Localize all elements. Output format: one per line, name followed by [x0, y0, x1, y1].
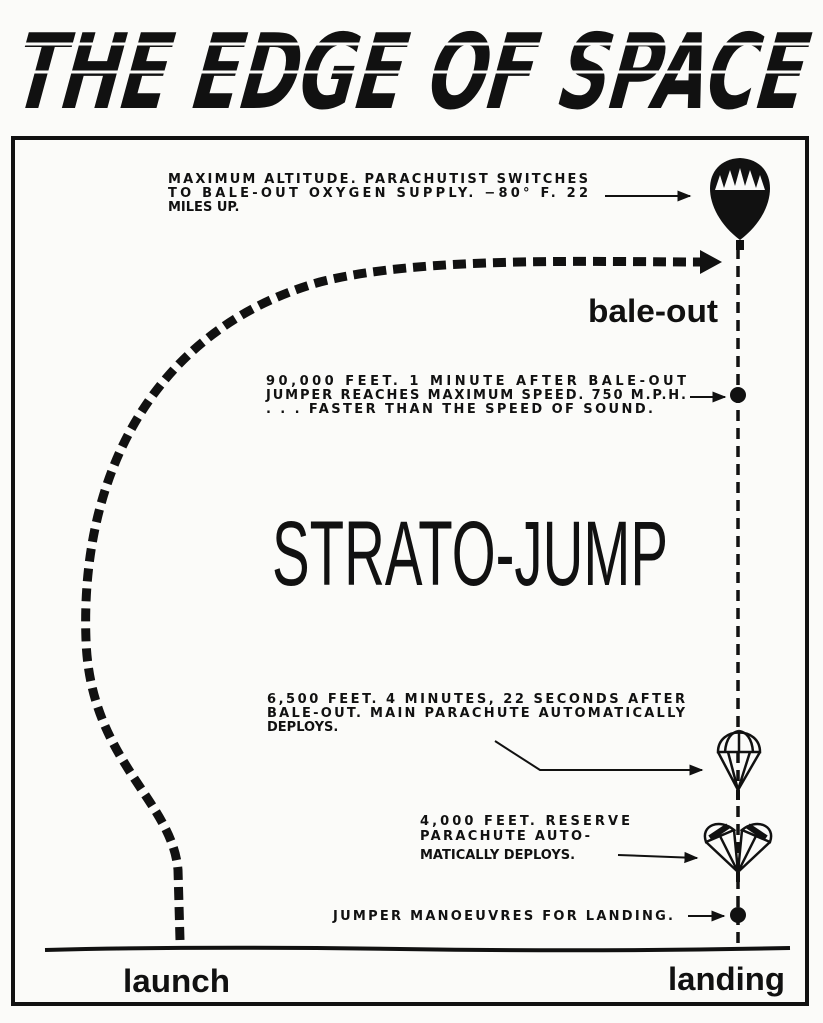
svg-text:. . . FASTER THAN THE SPEED OF: . . . FASTER THAN THE SPEED OF SOUND. [266, 402, 653, 417]
svg-text:90,000 FEET. 1 MINUTE AFTER BA: 90,000 FEET. 1 MINUTE AFTER BALE-OUT [266, 374, 686, 389]
svg-text:BALE-OUT. MAIN PARACHUTE AUTOM: BALE-OUT. MAIN PARACHUTE AUTOMATICALLY [267, 706, 686, 721]
bale-out-label: bale-out [588, 293, 718, 329]
landing-label: landing [668, 961, 785, 997]
svg-text:MAXIMUM ALTITUDE. PARACHUTIST: MAXIMUM ALTITUDE. PARACHUTIST SWITCHES [168, 172, 588, 187]
arrow-reserve-parachute [617, 851, 699, 864]
ground-line [44, 945, 791, 953]
diagram-frame [11, 136, 809, 1006]
ascent-arrowhead [700, 250, 722, 274]
reserve-parachutes-icon [703, 822, 773, 882]
arrow-main-parachute [494, 740, 704, 776]
caption-max-speed: 90,000 FEET. 1 MINUTE AFTER BALE-OUT JUM… [265, 374, 686, 417]
svg-text:PARACHUTE AUTO-: PARACHUTE AUTO- [420, 829, 590, 844]
launch-label: launch [123, 963, 230, 999]
svg-text:DEPLOYS.: DEPLOYS. [267, 720, 338, 735]
landing-marker [730, 907, 746, 923]
svg-text:JUMPER REACHES MAXIMUM SPEED.: JUMPER REACHES MAXIMUM SPEED. 750 M.P.H. [265, 388, 686, 403]
max-speed-marker [730, 387, 746, 403]
svg-text:4,000 FEET. RESERVE: 4,000 FEET. RESERVE [420, 814, 630, 829]
main-parachute-icon [716, 729, 762, 800]
ascent-path [81, 256, 703, 941]
svg-text:MILES UP.: MILES UP. [168, 200, 239, 215]
balloon-icon [710, 158, 770, 250]
svg-text:TO BALE-OUT OXYGEN SUPPLY. −80: TO BALE-OUT OXYGEN SUPPLY. −80° F. 22 [168, 186, 588, 201]
svg-text:MATICALLY DEPLOYS.: MATICALLY DEPLOYS. [420, 848, 575, 863]
title-speed-lines [10, 42, 815, 74]
center-title: STRATO-JUMP [272, 503, 668, 605]
svg-text:6,500 FEET. 4 MINUTES, 22 SECO: 6,500 FEET. 4 MINUTES, 22 SECONDS AFTER [267, 692, 685, 707]
caption-max-altitude: MAXIMUM ALTITUDE. PARACHUTIST SWITCHES T… [168, 172, 588, 215]
page-title: THE EDGE OF SPACE [9, 11, 816, 132]
caption-landing: JUMPER MANOEUVRES FOR LANDING. [332, 909, 673, 924]
caption-main-parachute: 6,500 FEET. 4 MINUTES, 22 SECONDS AFTER … [267, 692, 686, 735]
caption-reserve-parachute: 4,000 FEET. RESERVE PARACHUTE AUTO- MATI… [420, 814, 630, 863]
